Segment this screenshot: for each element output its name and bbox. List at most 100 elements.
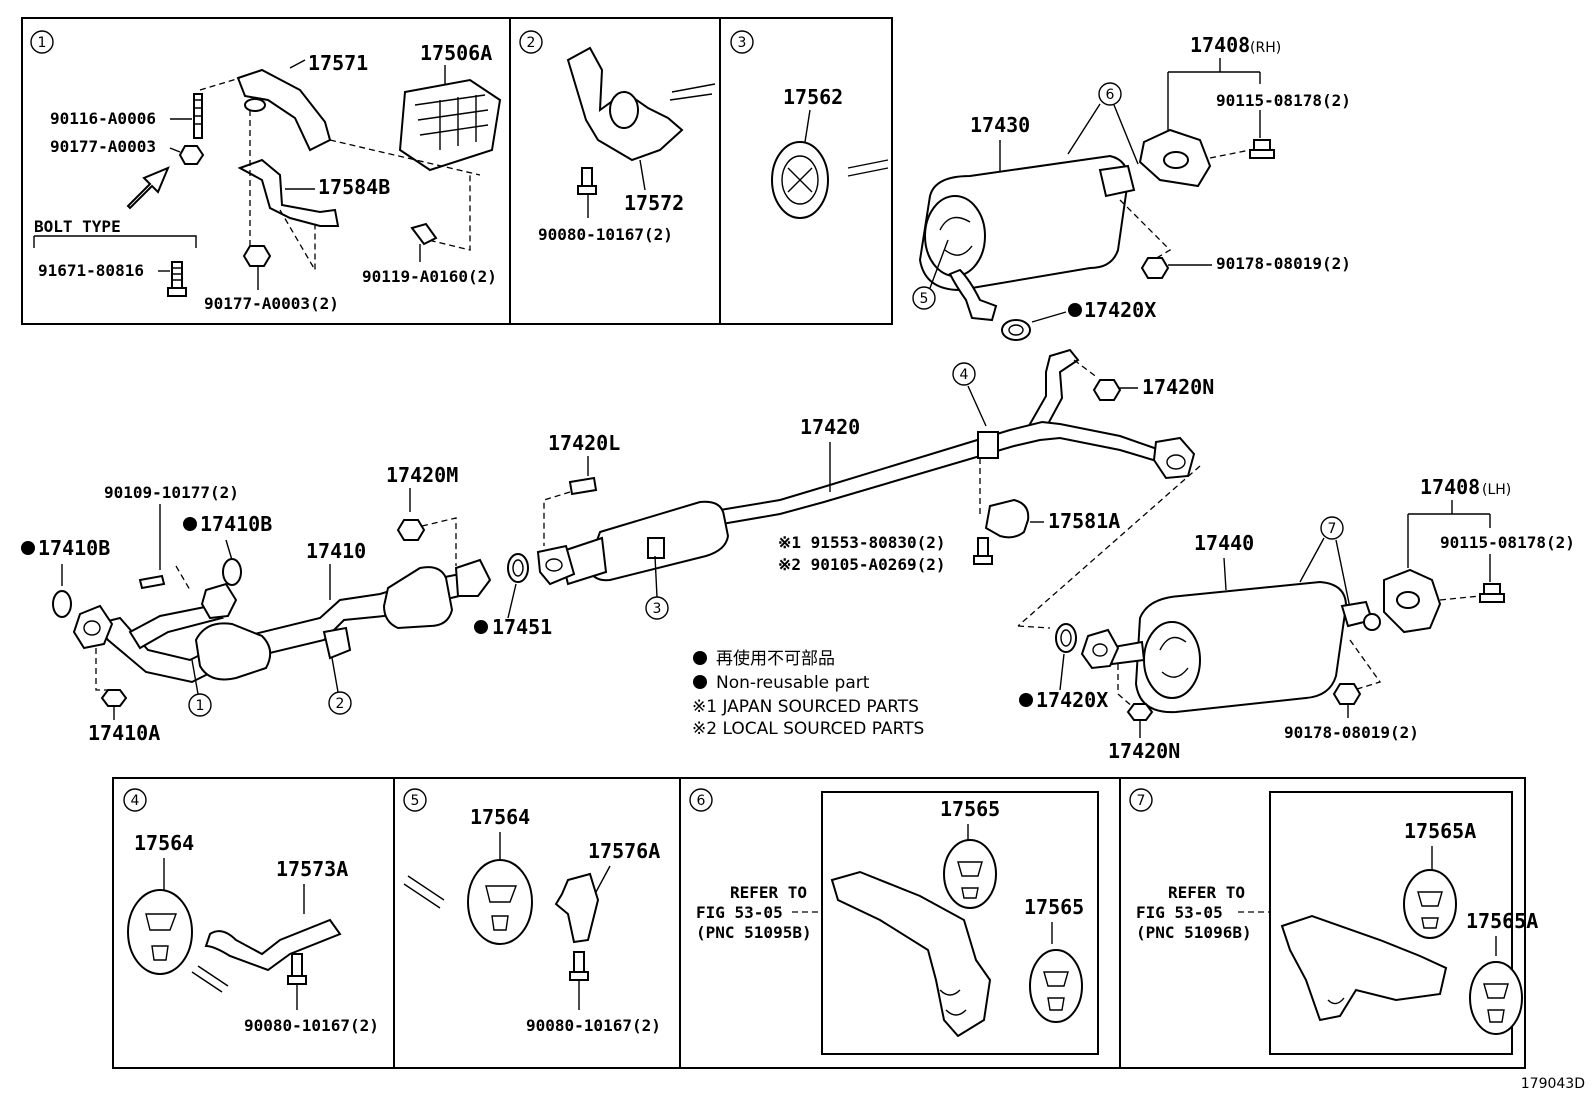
bolt-90105	[977, 537, 989, 557]
label-17420Xb: 17420X	[1036, 688, 1108, 712]
label-90177a: 90177-A0003	[50, 137, 156, 156]
label-17410B-b: 17410B	[200, 512, 272, 536]
flange-17410-upper	[200, 582, 238, 620]
inset-4: 4 17564 17573A 90080-10167(2)	[123, 788, 379, 1035]
gasket-17420Xa	[1001, 319, 1031, 341]
figure-id: 179043D	[1521, 1076, 1585, 1092]
stud-90109	[138, 574, 166, 590]
bracket-17584B	[237, 158, 340, 227]
bracket-17576A	[554, 872, 600, 944]
callout-circle-7b	[1129, 788, 1153, 812]
catalyst-front	[194, 622, 272, 681]
label-17564b: 17564	[470, 805, 530, 829]
label-17576A: 17576A	[588, 839, 660, 863]
bolt-90080c	[573, 951, 585, 973]
inset-7: 7 REFER TO FIG 53-05 (PNC 51096B) 17565A…	[1129, 788, 1538, 1055]
inset-2: 2 17572 90080-10167(2)	[519, 30, 716, 244]
nut-17420M	[396, 519, 426, 541]
label-17440: 17440	[1194, 531, 1254, 555]
nut-17410A	[100, 689, 128, 707]
label-refer2a: REFER TO	[1168, 883, 1245, 902]
bolt-91671	[171, 261, 183, 289]
label-bolt-type: BOLT TYPE	[34, 217, 121, 236]
insulator-17506A	[398, 78, 502, 172]
center-pipe-assembly: 17420N 4 17420 3 17420L 17451	[474, 348, 1214, 639]
inset-group-bottom	[112, 777, 1526, 1069]
label-17451: 17451	[492, 615, 552, 639]
label-90115lh: 90115-08178(2)	[1440, 533, 1575, 552]
label-90105: ※2 90105-A0269(2)	[778, 555, 946, 574]
inset-1: 1 17571 17506A 90116-A0006 90177-A0003 1…	[30, 30, 502, 313]
callout-number-4b: 4	[131, 793, 140, 809]
hanger-17565Aa	[1403, 869, 1457, 939]
label-17565Aa: 17565A	[1404, 819, 1476, 843]
callout-circle-6b	[689, 788, 713, 812]
hanger-bracket-17420	[977, 431, 999, 459]
label-90178lh: 90178-08019(2)	[1284, 723, 1419, 742]
label-90116: 90116-A0006	[50, 109, 156, 128]
callout-circle-6a	[1098, 82, 1122, 106]
gasket-17410B-b	[222, 558, 242, 586]
nut-17420N-b	[1126, 703, 1154, 721]
inset-frame-bottom	[112, 777, 1526, 1069]
nut-90177-2	[242, 245, 272, 267]
hanger-17564a	[127, 889, 193, 975]
callout-number-2b: 2	[336, 696, 345, 712]
front-pipe-assembly: 17410 1 2 90109-10177(2) 17410B 17410B 1…	[21, 463, 492, 745]
callout-number-2a: 2	[527, 35, 536, 51]
callout-circle-2b	[328, 691, 352, 715]
label-90109: 90109-10177(2)	[104, 483, 239, 502]
legend-note-2: ※2 LOCAL SOURCED PARTS	[692, 719, 924, 739]
label-refer1c: (PNC 51095B)	[696, 923, 812, 942]
callout-circle-1	[30, 30, 54, 54]
label-17420N-b: 17420N	[1108, 739, 1180, 763]
callout-number-7b: 7	[1137, 793, 1146, 809]
label-17410: 17410	[306, 539, 366, 563]
bolt-90119	[410, 222, 438, 246]
label-17565b: 17565	[1024, 895, 1084, 919]
pipe-branch-upper	[1028, 348, 1080, 432]
label-17410B-a: 17410B	[38, 536, 110, 560]
flange-17410-rear	[454, 558, 492, 597]
label-90080a: 90080-10167(2)	[538, 225, 673, 244]
muffler-lh-assembly: 17408 (LH) 90115-08178(2) 7 17440 17420X…	[1017, 465, 1575, 763]
flange-17420-rear	[1152, 436, 1196, 480]
bracket-17573A	[204, 918, 342, 972]
label-17420: 17420	[800, 415, 860, 439]
hanger-17565a	[943, 839, 997, 909]
label-17420N-a: 17420N	[1142, 375, 1214, 399]
nut-90178rh	[1140, 257, 1170, 279]
callout-circle-3a	[730, 30, 754, 54]
label-17420L: 17420L	[548, 431, 620, 455]
label-90178rh: 90178-08019(2)	[1216, 254, 1351, 273]
bolt-17420L	[568, 476, 598, 496]
callout-circle-5a	[912, 286, 936, 310]
callout-number-3a: 3	[738, 35, 747, 51]
callout-number-5b: 5	[411, 793, 420, 809]
label-17584B: 17584B	[318, 175, 390, 199]
bolt-90080b	[291, 953, 303, 977]
muffler-rh-assembly: 17408 (RH) 90115-08178(2) 6 17430 5 9017…	[912, 33, 1351, 341]
flange-17410-front	[72, 604, 114, 650]
callout-number-6b: 6	[697, 793, 706, 809]
bolt-90080a	[581, 167, 593, 187]
label-17573A: 17573A	[276, 857, 348, 881]
flange-17420-front	[536, 544, 576, 586]
callout-number-6a: 6	[1106, 87, 1115, 103]
gasket-17451	[507, 553, 529, 583]
label-17506A: 17506A	[420, 41, 492, 65]
catalyst-rear	[382, 566, 454, 630]
outlet-flange-rh	[948, 268, 998, 322]
label-lh: (LH)	[1482, 482, 1511, 498]
label-17565a: 17565	[940, 797, 1000, 821]
label-90080b: 90080-10167(2)	[244, 1016, 379, 1035]
legend-note-1: ※1 JAPAN SOURCED PARTS	[692, 697, 919, 717]
label-17581A: 17581A	[1048, 509, 1120, 533]
bracket-17571	[236, 68, 332, 152]
callout-circle-7a	[1320, 516, 1344, 540]
label-17408lh: 17408	[1420, 475, 1480, 499]
inset-7-subframe	[1269, 791, 1513, 1055]
callout-circle-1b	[188, 693, 212, 717]
label-rh: (RH)	[1250, 40, 1281, 56]
